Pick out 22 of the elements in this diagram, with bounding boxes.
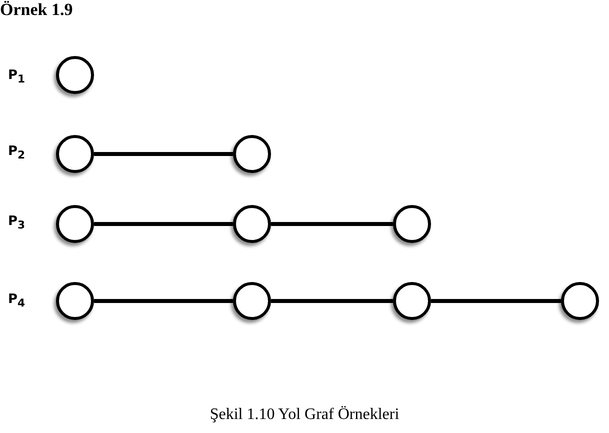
node-circle	[56, 135, 94, 173]
connector-line	[271, 299, 393, 303]
node-circle	[393, 205, 431, 243]
connector-line	[94, 222, 233, 226]
path-label: P$_{2}$	[8, 144, 26, 162]
node-circle	[56, 282, 94, 320]
connector-line	[94, 152, 233, 156]
connector-line	[271, 222, 393, 226]
path-label: P$_{1}$	[8, 68, 26, 86]
path-label: P$_{4}$	[8, 292, 26, 310]
node-circle	[561, 282, 599, 320]
node-circle	[393, 282, 431, 320]
node-circle	[233, 282, 271, 320]
connector-line	[94, 299, 233, 303]
node-circle	[56, 56, 94, 94]
caption: Şekil 1.10 Yol Graf Örnekleri	[208, 406, 400, 424]
node-circle	[56, 205, 94, 243]
path-label: P$_{3}$	[8, 214, 26, 232]
connector-line	[431, 299, 561, 303]
node-circle	[233, 135, 271, 173]
node-circle	[233, 205, 271, 243]
title: Örnek 1.9	[0, 0, 73, 20]
